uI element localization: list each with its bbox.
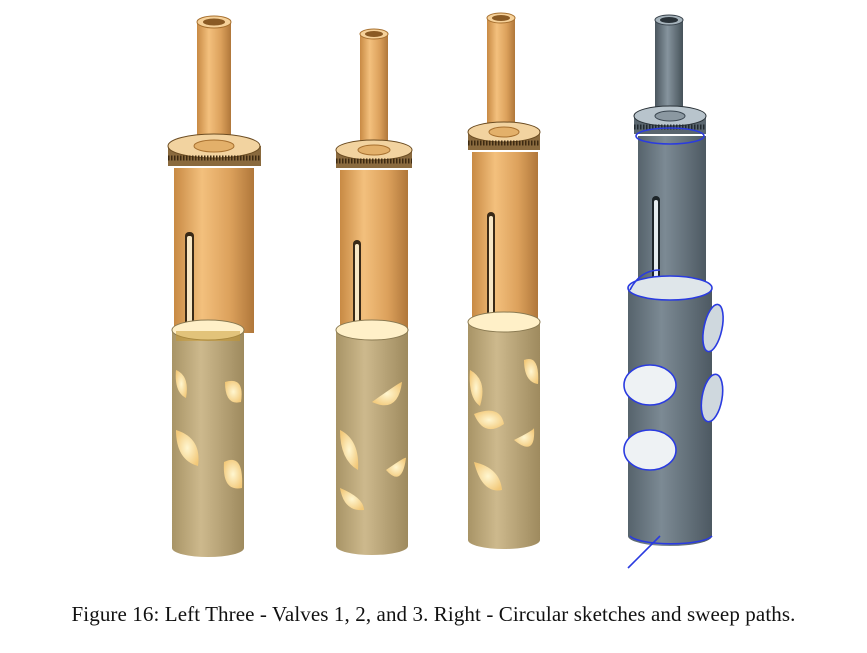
valve-1	[167, 15, 261, 557]
valve-3	[467, 12, 541, 549]
figure-caption: Figure 16: Left Three - Valves 1, 2, and…	[71, 602, 796, 626]
valve-sketch	[623, 14, 724, 569]
valve-2	[335, 28, 413, 555]
